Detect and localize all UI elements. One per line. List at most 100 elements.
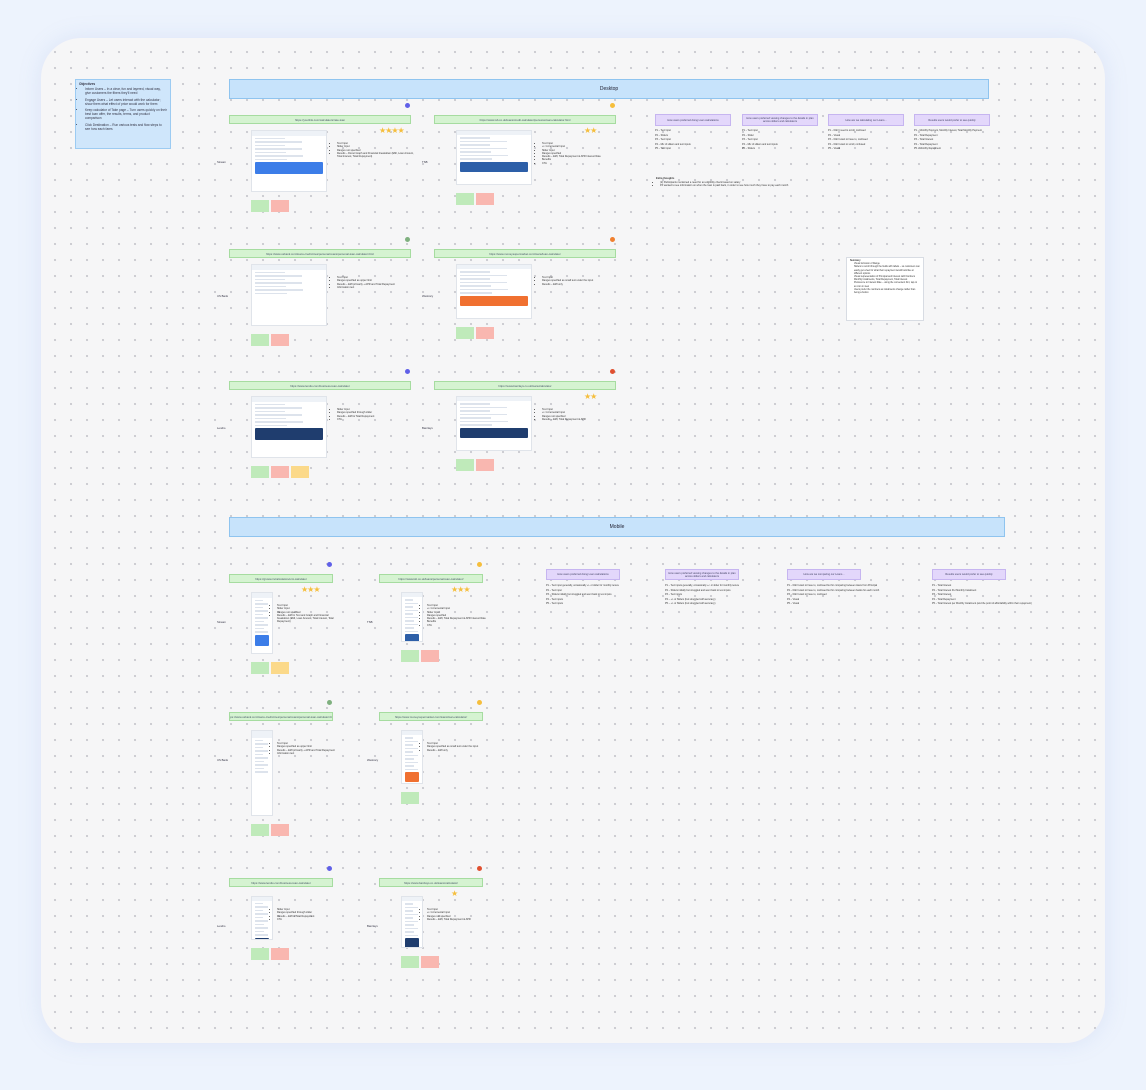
url-text: https://www.usbank.com/loans-credit-line… [229, 714, 333, 719]
mobile-section-banner[interactable]: Mobile [229, 517, 1005, 537]
sticky-note[interactable] [251, 824, 269, 836]
feature-item: Information text [277, 752, 339, 755]
feature-list: Text InputRanges specified as small text… [538, 276, 620, 286]
question-card[interactable]: How users preferred doing Loan calculati… [655, 114, 731, 126]
site-screenshot[interactable] [251, 396, 327, 458]
response-item: P2 – Didn't want to have to, confused bu… [787, 588, 880, 592]
extra-thoughts[interactable]: Extra thoughts (2) Participants mentione… [656, 177, 806, 188]
screenshot-header [457, 397, 531, 402]
site-screenshot[interactable] [251, 592, 273, 654]
sticky-note[interactable] [251, 200, 269, 212]
sticky-note[interactable] [476, 193, 494, 205]
question-card[interactable]: Results users would prefer to see quickl… [932, 569, 1006, 580]
sticky-note[interactable] [476, 327, 494, 339]
response-item: P1 – Total Interest [932, 584, 952, 587]
url-bar[interactable]: https://www.lendio.com/business-loan-cal… [229, 381, 411, 390]
url-bar[interactable]: https://groww.in/calculators/emi-calcula… [229, 574, 333, 583]
sticky-note[interactable] [401, 956, 419, 968]
feature-item: Results – EMI, Total Repayment & APR Int… [542, 155, 620, 158]
feature-item: Text Input [427, 908, 489, 911]
url-bar[interactable]: https://www.barclays.co.uk/loans/calcula… [379, 878, 483, 887]
screenshot-line [255, 610, 268, 612]
url-bar[interactable]: https://www.usbank.com/loans-credit-line… [229, 249, 411, 258]
question-card[interactable]: Results users would prefer to see quickl… [914, 114, 990, 126]
sticky-note[interactable] [476, 459, 494, 471]
screenshot-header [402, 593, 422, 597]
feature-item: Ranges specified as small text under the… [542, 279, 620, 282]
sticky-note[interactable] [421, 650, 439, 662]
response-item: P4 – Total Repayment [914, 142, 938, 146]
feature-item: Text Input [277, 742, 339, 745]
site-screenshot[interactable] [456, 264, 532, 319]
sticky-note[interactable] [271, 466, 289, 478]
question-card[interactable]: How are we comparing our Loans... [787, 569, 861, 580]
summary-item: Sliders to scroll through the fields wit… [854, 266, 920, 276]
screenshot-line [405, 740, 418, 743]
url-bar[interactable]: https://www.moneysupermarket.com/loans/l… [434, 249, 616, 258]
screenshot-line [255, 603, 268, 605]
site-screenshot[interactable] [251, 264, 327, 326]
feature-item: Ranges specified through slider [337, 411, 415, 414]
site-screenshot[interactable] [401, 592, 423, 642]
sticky-note[interactable] [271, 200, 289, 212]
url-bar[interactable]: https://www.tsb.co.uk/loans/credit-calcu… [434, 115, 616, 124]
screenshot-line [460, 288, 509, 291]
url-bar[interactable]: https://www.usbank.com/loans-credit-line… [229, 712, 333, 721]
site-screenshot[interactable] [401, 896, 423, 948]
whiteboard-canvas[interactable]: Objectives Inform Users – In a clear, fu… [41, 38, 1105, 1043]
question-card[interactable]: How users preferred viewing changes to t… [742, 114, 818, 126]
sticky-note[interactable] [401, 650, 419, 662]
summary-note[interactable]: Summary Visual inclusion of Range Slider… [846, 257, 924, 321]
sticky-note[interactable] [271, 824, 289, 836]
question-card[interactable]: How users preferred viewing changes to t… [665, 569, 739, 580]
feature-item: Ranges specified [427, 614, 489, 617]
screenshot-line [460, 424, 492, 426]
objective-item: Engage Users – Let users interact with t… [85, 98, 167, 106]
url-bar[interactable]: https://www.moneysupermarket.com/loans/l… [379, 712, 483, 721]
question-card[interactable]: How are we calculating our Loans... [828, 114, 904, 126]
screenshot-accent [405, 634, 419, 641]
sticky-note[interactable] [271, 948, 289, 960]
question-card[interactable]: How users preferred doing Loan calculati… [546, 569, 620, 580]
screenshot-line [255, 606, 264, 609]
feature-item: Text Input [542, 142, 620, 145]
sticky-note[interactable] [421, 956, 439, 968]
status-dot [610, 369, 615, 374]
screenshot-line [255, 760, 264, 763]
sticky-note[interactable] [251, 334, 269, 346]
screenshot-line [255, 617, 268, 619]
screenshot-header [252, 593, 272, 598]
screenshot-line [255, 151, 287, 154]
url-bar[interactable]: https://yourlink.com/calculators/rate-lo… [229, 115, 411, 124]
screenshot-line [255, 613, 264, 616]
sticky-note[interactable] [401, 792, 419, 804]
sticky-note[interactable] [271, 334, 289, 346]
feature-list: Text InputRanges specified as small text… [423, 742, 489, 752]
response-item: P1 – Text inputs generally, occasionally… [665, 584, 740, 587]
sticky-note[interactable] [456, 193, 474, 205]
sticky-note[interactable] [291, 466, 309, 478]
site-screenshot[interactable] [456, 396, 532, 451]
url-text: https://www.moneysupermarket.com/loans/l… [394, 714, 468, 719]
site-screenshot[interactable] [251, 730, 273, 816]
url-bar[interactable]: https://www.lendio.com/business-loan-cal… [229, 878, 333, 887]
site-screenshot[interactable] [251, 896, 273, 940]
sticky-note[interactable] [251, 948, 269, 960]
sticky-note[interactable] [271, 662, 289, 674]
sticky-note[interactable] [456, 459, 474, 471]
status-dot [327, 866, 332, 871]
sticky-note[interactable] [251, 662, 269, 674]
url-bar[interactable]: https://www.barclays.co.uk/loans/calcula… [434, 381, 616, 390]
sticky-note[interactable] [251, 466, 269, 478]
screenshot-line [255, 631, 269, 633]
site-screenshot[interactable] [251, 130, 327, 192]
site-screenshot[interactable] [456, 130, 532, 185]
url-bar[interactable]: https://www.tsb.co.uk/loans/personal-loa… [379, 574, 483, 583]
sticky-note[interactable] [456, 327, 474, 339]
desktop-section-banner[interactable]: Desktop [229, 79, 989, 99]
objectives-card[interactable]: Objectives Inform Users – In a clear, fu… [75, 79, 171, 149]
rating-stars: ★★ [584, 126, 597, 135]
site-screenshot[interactable] [401, 730, 423, 784]
response-item: P3 – Text input [742, 138, 758, 142]
response-item: P3 – Didn't want to have to, confused [828, 138, 868, 142]
